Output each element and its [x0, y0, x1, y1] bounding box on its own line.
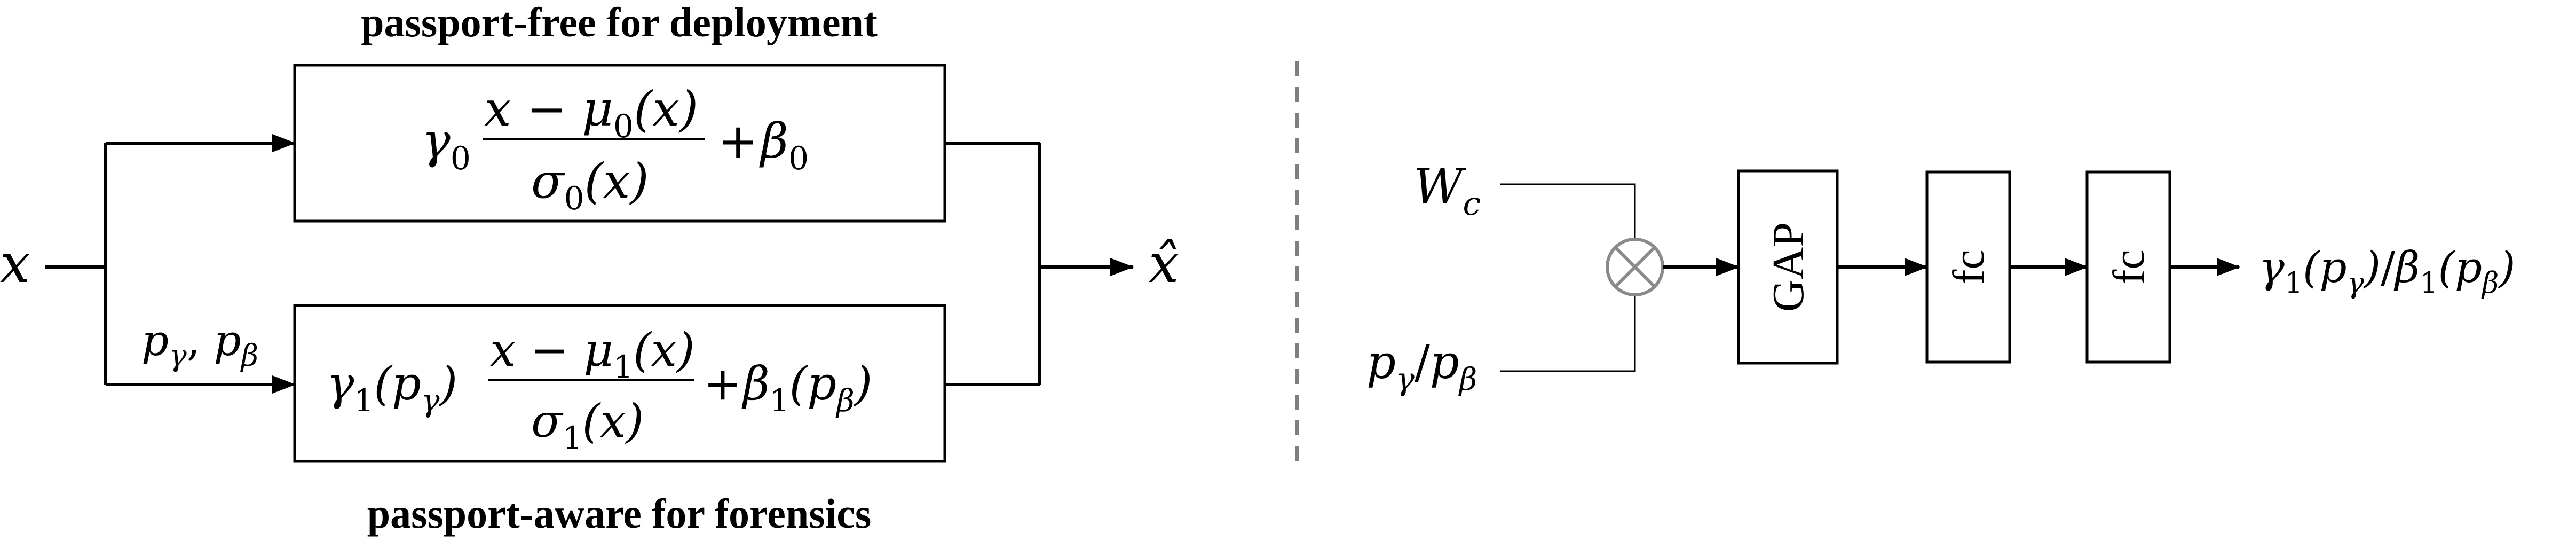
gap-label: GAP	[1764, 222, 1813, 312]
svg-text:+: +	[718, 113, 758, 169]
svg-text:x − μ1(x): x − μ1(x)	[490, 324, 695, 385]
top-formula: γ0 x − μ0(x) σ0(x) + β0	[422, 81, 809, 217]
weight-input-label: Wc	[1413, 159, 1481, 223]
branch-passport-label: pγ, pβ	[141, 316, 258, 373]
svg-text:x − μ0(x): x − μ0(x)	[484, 81, 698, 145]
svg-text:γ1(pγ): γ1(pγ)	[327, 357, 457, 419]
top-caption: passport-free for deployment	[361, 0, 878, 45]
svg-text:β0: β0	[759, 113, 809, 177]
bottom-formula: γ1(pγ) x − μ1(x) σ1(x) + β1(pβ)	[327, 324, 872, 456]
multiply-node	[1606, 238, 1664, 296]
input-x-label: x	[0, 232, 30, 295]
output-xhat-label: x̂	[1149, 232, 1179, 295]
passport-input-line	[1500, 295, 1636, 372]
fc-label-2: fc	[2104, 249, 2154, 284]
affine-output-label: γ1(pγ)/β1(pβ)	[2259, 242, 2516, 300]
svg-text:σ0(x): σ0(x)	[531, 153, 649, 217]
passport-input-label: pγ/pβ	[1366, 336, 1477, 397]
right-panel: Wc pγ/pβ GAP fc fc	[1366, 159, 2516, 397]
weight-input-line	[1500, 183, 1636, 239]
bottom-caption: passport-aware for forensics	[367, 490, 872, 537]
svg-text:γ0: γ0	[422, 113, 471, 177]
left-panel: passport-free for deployment passport-aw…	[0, 0, 1179, 537]
fc-label-1: fc	[1944, 249, 1994, 284]
svg-text:β1(pβ): β1(pβ)	[741, 357, 872, 419]
svg-text:+: +	[704, 357, 742, 411]
svg-text:σ1(x): σ1(x)	[531, 395, 644, 456]
